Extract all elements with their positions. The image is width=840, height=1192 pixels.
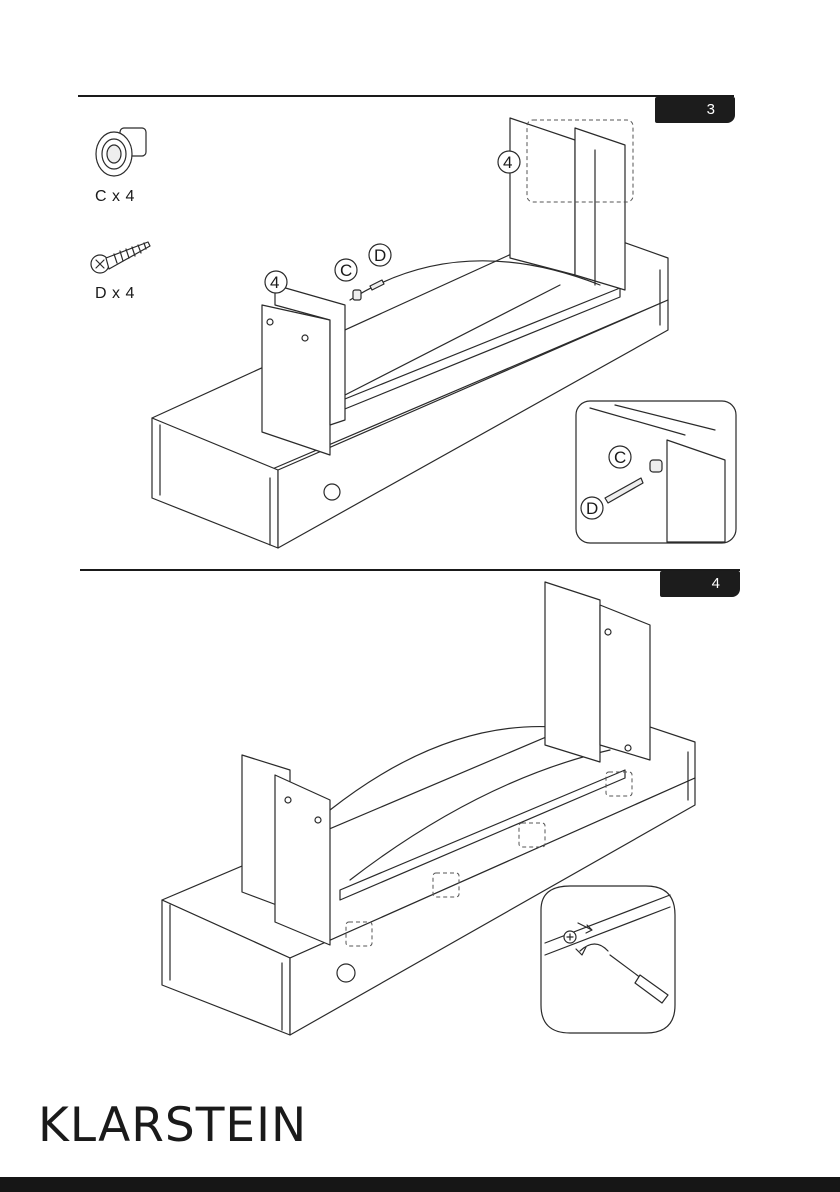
part-d-label: D x 4 (95, 285, 135, 303)
detail-callout-c: C (614, 448, 626, 467)
callout-4-left: 4 (270, 273, 279, 292)
step-3-divider (78, 95, 734, 97)
detail-callout-d: D (586, 499, 598, 518)
callout-4-right: 4 (503, 153, 512, 172)
part-c-label: C x 4 (95, 188, 135, 206)
callout-c: C (340, 261, 352, 280)
brand-logo: KLARSTEIN (38, 1098, 307, 1153)
step-4-detail-inset (540, 885, 676, 1035)
step-4-divider (80, 569, 740, 571)
step-3-detail-inset: C D (575, 400, 737, 546)
callout-d: D (374, 246, 386, 265)
footer-bar (0, 1177, 840, 1192)
